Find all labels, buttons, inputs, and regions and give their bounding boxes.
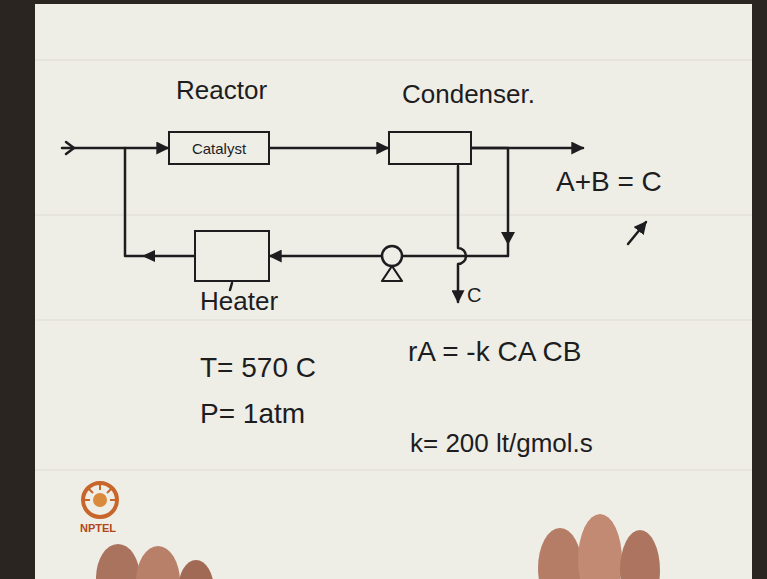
ruled-line [35, 215, 752, 216]
logo-spokes [83, 483, 117, 500]
feed-arrow [66, 142, 74, 154]
logo-spoke [83, 499, 90, 501]
nptel-logo [83, 483, 117, 517]
reaction-equation: A+B = C [556, 166, 662, 198]
finger [578, 514, 622, 579]
recycle-down-arrow [501, 232, 515, 245]
node-heading: Reactor [176, 75, 267, 106]
reactor-box: ReactorCatalyst [168, 131, 270, 165]
logo-spoke [107, 488, 112, 493]
outlet-line [472, 147, 583, 150]
finger [620, 530, 660, 579]
pressure-note: P= 1atm [200, 398, 305, 430]
ruled-lines [35, 60, 752, 470]
logo-core [93, 493, 107, 507]
logo-spoke [110, 499, 117, 501]
pump-symbol [382, 246, 402, 281]
logo-ring [83, 483, 117, 517]
pump-stand [382, 266, 402, 281]
logo-spoke [99, 483, 101, 490]
ruled-line [35, 60, 752, 61]
finger [136, 546, 180, 579]
flow-line [270, 147, 388, 150]
pump-circle [382, 246, 402, 266]
paper-sheet [35, 4, 752, 579]
rate-equation: rA = -k CA CB [408, 336, 582, 368]
stream-label: C [467, 284, 481, 307]
finger [96, 544, 140, 579]
rate-constant: k= 200 lt/gmol.s [410, 428, 593, 459]
hands [96, 514, 660, 579]
node-heading: Heater [200, 286, 278, 317]
ruled-line [35, 320, 752, 321]
product-line [458, 166, 466, 302]
node-heading: Condenser. [402, 79, 535, 110]
node-text: Catalyst [192, 140, 246, 157]
pointer-arrow [628, 222, 646, 244]
finger [538, 528, 582, 579]
heater-box: Heater [194, 230, 270, 282]
logo-text: NPTEL [80, 522, 116, 534]
recycle-left-arrow [142, 250, 155, 262]
finger [178, 560, 214, 579]
ruled-line [35, 470, 752, 471]
logo-spoke [88, 488, 93, 493]
temperature-note: T= 570 C [200, 352, 316, 384]
condenser-box: Condenser. [388, 131, 472, 165]
